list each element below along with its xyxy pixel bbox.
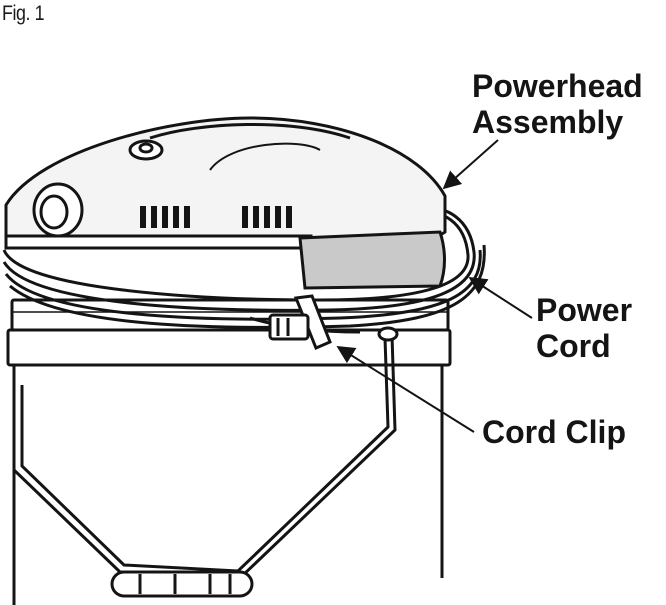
intake-port: [32, 182, 84, 238]
callout-power-cord-line2: Cord: [536, 328, 611, 364]
callout-powerhead-line2: Assembly: [472, 104, 624, 140]
cord-clip: [268, 294, 332, 350]
callout-power-cord-line1: Power: [536, 292, 633, 328]
power-switch: [128, 139, 164, 161]
vent-slots: [140, 206, 292, 228]
callout-powerhead-assembly: Powerhead Assembly: [472, 68, 643, 140]
callout-powerhead-line1: Powerhead: [472, 68, 643, 104]
callout-power-cord: Power Cord: [536, 292, 632, 364]
callout-cord-clip: Cord Clip: [482, 414, 626, 450]
callout-cord-clip-line1: Cord Clip: [482, 414, 626, 450]
leader-lines: [336, 139, 533, 433]
figure-label: Fig. 1: [2, 2, 45, 25]
bucket-handle: [12, 326, 399, 598]
power-cord-leader: [468, 277, 533, 319]
handle-grip: [110, 570, 254, 598]
powerhead-housing: [4, 116, 447, 290]
cord-clip-leader: [336, 346, 475, 433]
bucket: [6, 298, 452, 605]
powerhead-leader: [442, 139, 499, 190]
